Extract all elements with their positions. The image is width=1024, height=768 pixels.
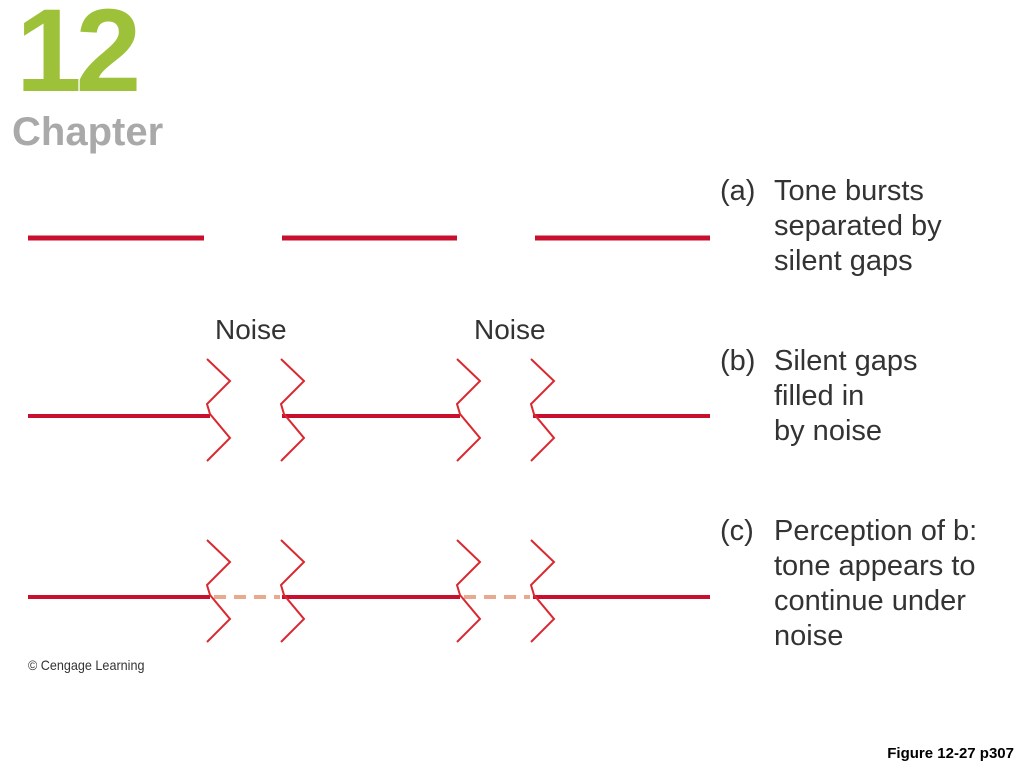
caption-b-tag: (b) <box>720 345 756 377</box>
noise-burst-2-right <box>529 358 556 462</box>
figure-reference: Figure 12-27 p307 <box>887 745 1014 762</box>
caption-c-line-4: noise <box>774 620 844 652</box>
caption-c-line-2: tone appears to <box>774 550 976 582</box>
noise-burst-1-left <box>205 358 232 462</box>
caption-a: (a) Tone bursts separated by silent gaps <box>720 174 942 279</box>
noise-burst-2-left <box>455 358 482 462</box>
caption-b: (b) Silent gaps filled in by noise <box>720 344 918 449</box>
caption-c: (c) Perception of b: tone appears to con… <box>720 514 977 654</box>
noise-burst-1-left <box>205 539 232 643</box>
noise-burst-2-right <box>529 539 556 643</box>
caption-b-line-2: filled in <box>774 380 865 412</box>
panel-c-perception <box>28 539 710 643</box>
caption-c-tag: (c) <box>720 515 754 547</box>
noise-burst-2-left <box>455 539 482 643</box>
caption-a-line-2: separated by <box>774 210 942 242</box>
copyright-notice: © Cengage Learning <box>28 657 145 673</box>
noise-label-1: Noise <box>215 314 287 345</box>
caption-a-tag: (a) <box>720 175 756 207</box>
noise-burst-1-right <box>279 539 306 643</box>
caption-a-line-1: Tone bursts <box>774 175 924 207</box>
caption-b-line-1: Silent gaps <box>774 345 918 377</box>
caption-a-line-3: silent gaps <box>774 245 913 277</box>
chapter-word: Chapter <box>12 110 164 154</box>
caption-c-line-3: continue under <box>774 585 966 617</box>
caption-c-line-1: Perception of b: <box>774 515 978 547</box>
noise-burst-1-right <box>279 358 306 462</box>
panel-b-noise-filled <box>28 358 710 462</box>
chapter-number: 12 <box>16 0 141 117</box>
noise-label-2: Noise <box>474 314 546 345</box>
caption-b-line-3: by noise <box>774 415 883 447</box>
